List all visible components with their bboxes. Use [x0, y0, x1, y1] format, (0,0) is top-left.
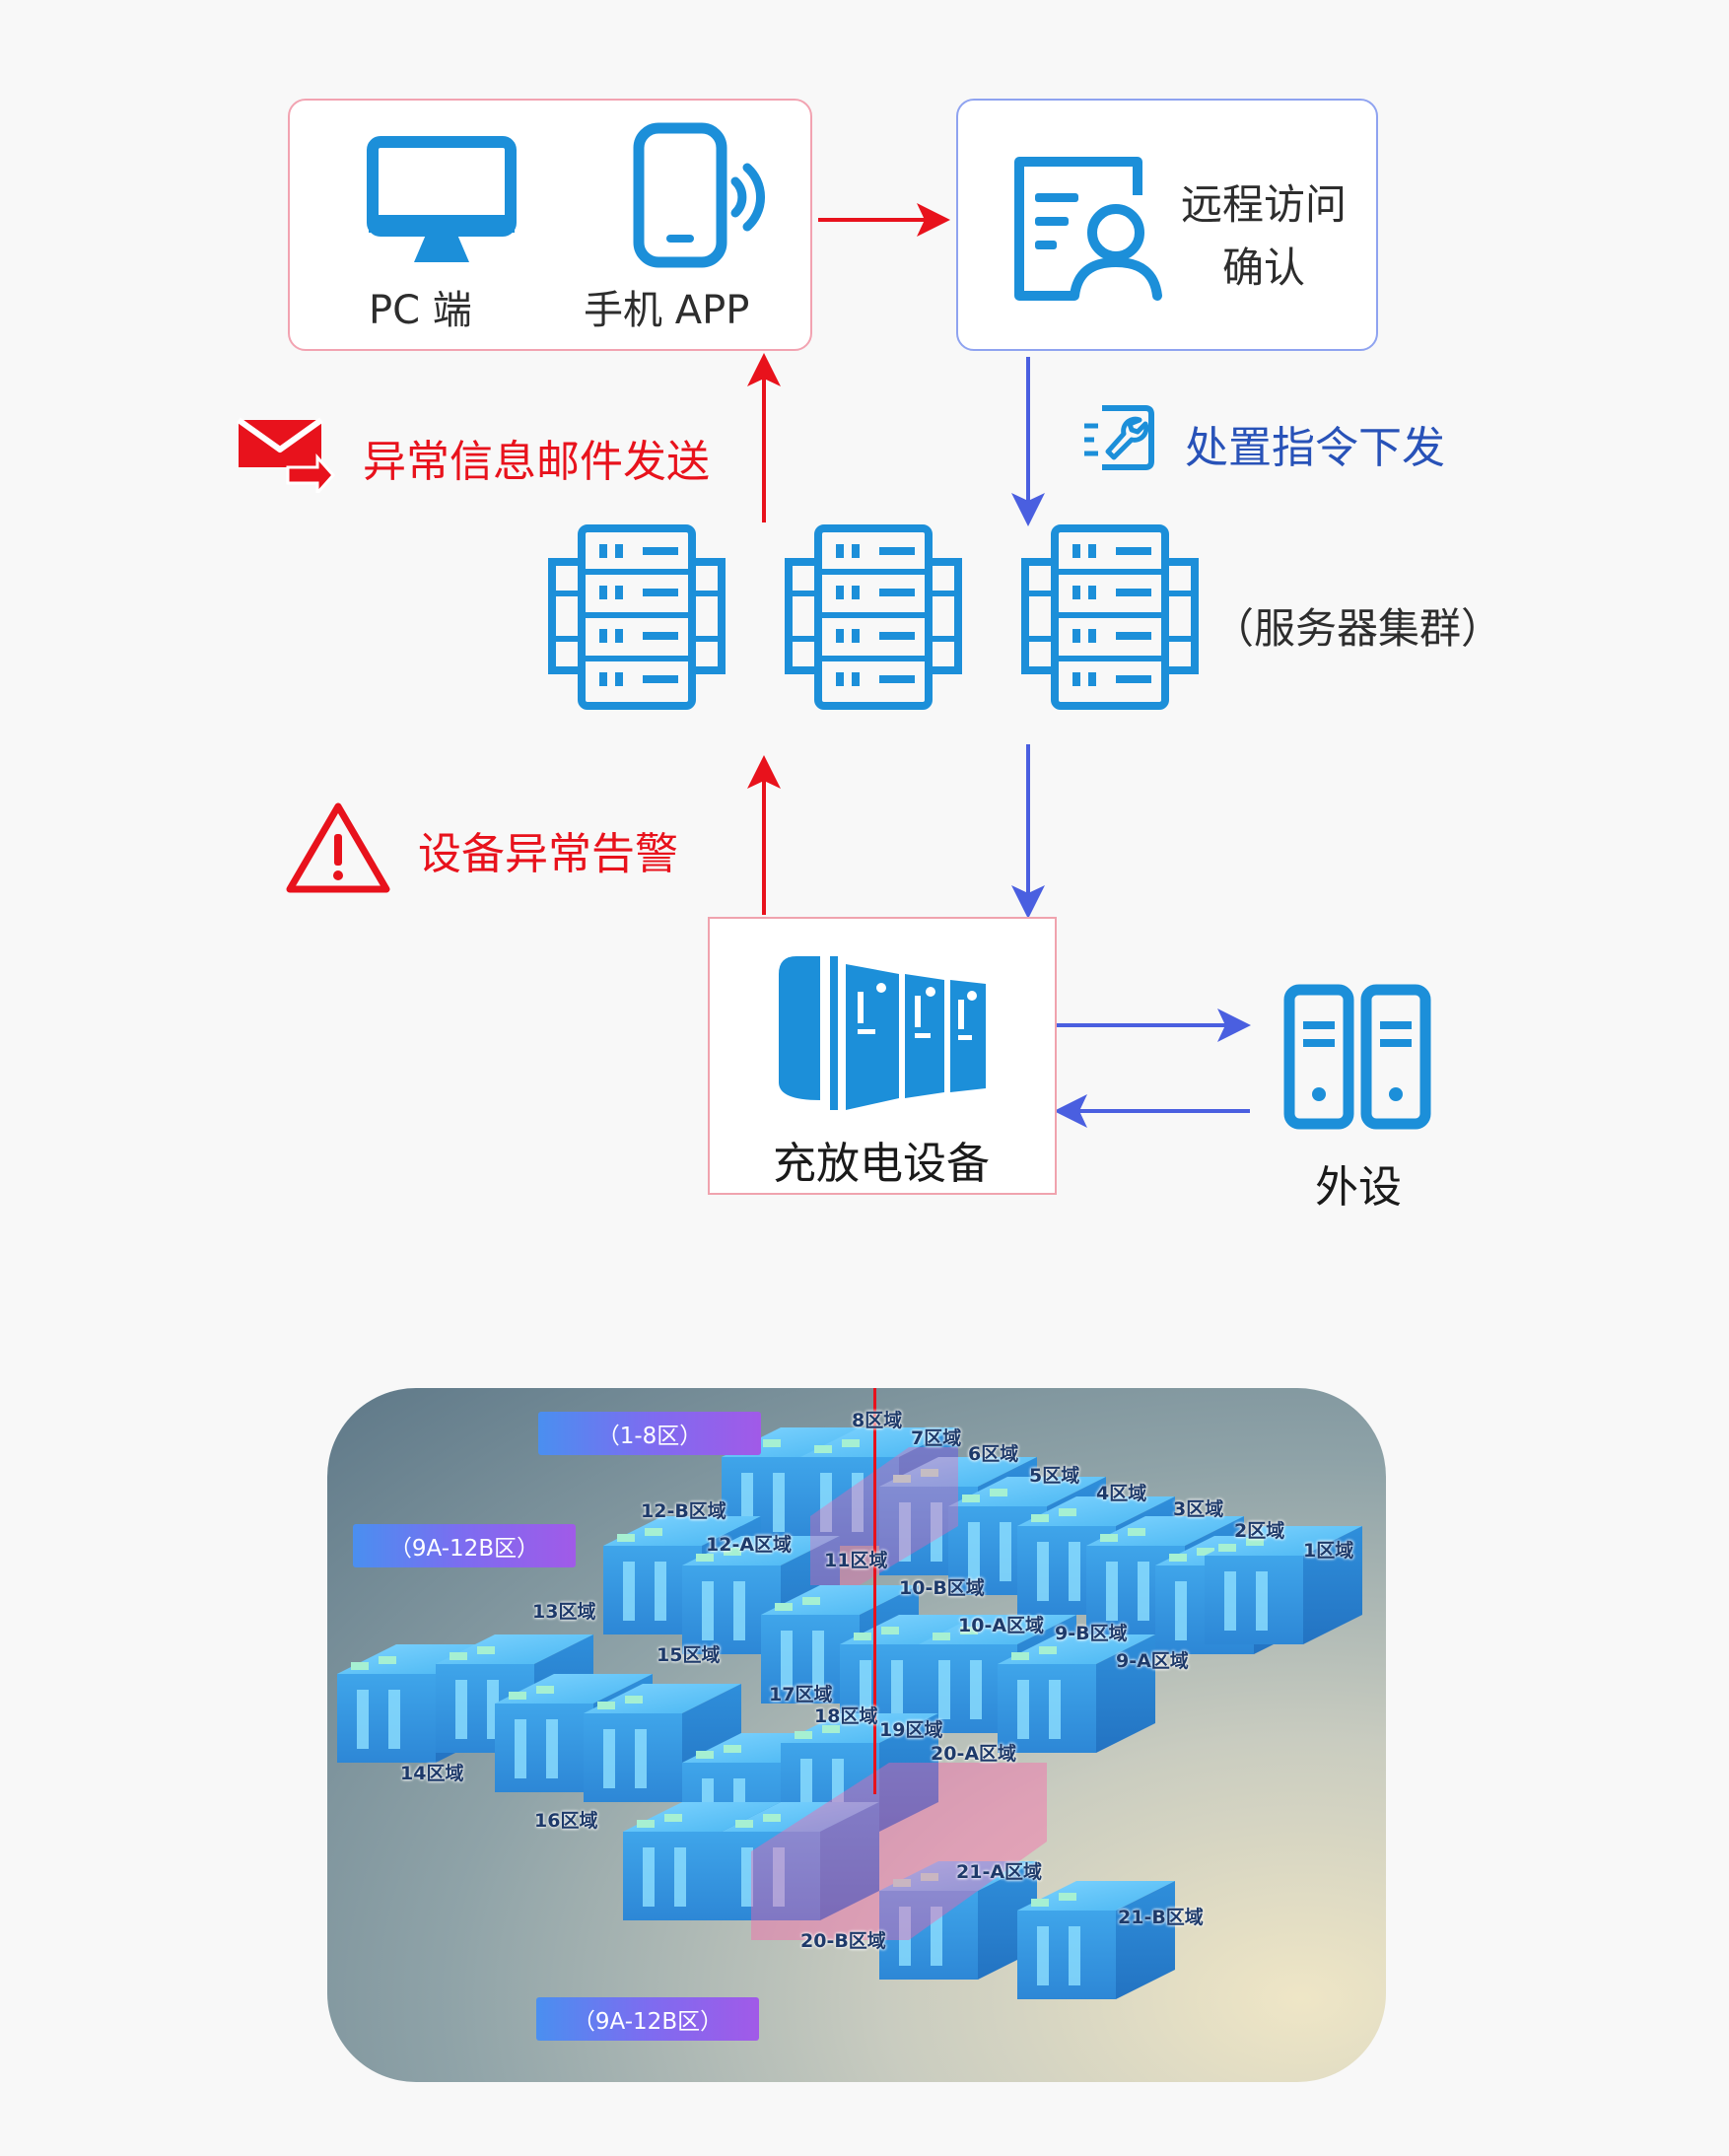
cluster-label: （服务器集群）: [1212, 604, 1503, 653]
zone-label: 20-A区域: [931, 1743, 1017, 1765]
pc-label: PC 端: [369, 288, 472, 333]
zone-label: 16区域: [534, 1810, 598, 1832]
user-card-icon: [1014, 157, 1162, 301]
zone-label: 14区域: [400, 1763, 464, 1784]
email-send-icon: [237, 417, 335, 493]
zone-label: 21-B区域: [1118, 1907, 1204, 1928]
zone-label: 4区域: [1096, 1483, 1147, 1504]
zone-label: 3区域: [1173, 1498, 1224, 1520]
zone-label: 6区域: [968, 1443, 1019, 1465]
peripheral-label: 外设: [1315, 1162, 1402, 1213]
region-tag-9a-12b-top: （9A-12B区）: [353, 1524, 576, 1567]
monitor-icon: [367, 136, 517, 262]
warning-icon: [286, 802, 390, 893]
zone-label: 12-B区域: [641, 1500, 726, 1522]
mobile-app-icon: [633, 122, 765, 268]
remote-line2: 确认: [1222, 243, 1306, 292]
zone-label: 11区域: [824, 1550, 888, 1571]
zone-label: 9-B区域: [1055, 1623, 1128, 1644]
client-devices-box: PC 端 手机 APP: [288, 99, 812, 351]
email-label: 异常信息邮件发送: [363, 437, 710, 487]
zone-label: 10-B区域: [899, 1577, 985, 1599]
zone-label: 13区域: [532, 1601, 596, 1623]
charger-label: 充放电设备: [773, 1139, 990, 1189]
region-tag-1-8: （1-8区）: [538, 1412, 761, 1455]
zone-label: 18区域: [814, 1705, 878, 1727]
zone-label: 8区域: [852, 1410, 903, 1431]
zone-label: 12-A区域: [706, 1534, 793, 1556]
dispatch-label: 处置指令下发: [1185, 423, 1445, 473]
zone-label: 19区域: [879, 1719, 943, 1741]
remote-line1: 远程访问: [1181, 180, 1348, 229]
zone-label: 2区域: [1234, 1520, 1285, 1542]
remote-confirm-box: 远程访问 确认: [956, 99, 1378, 351]
zone-label: 20-B区域: [800, 1930, 886, 1952]
peripheral-icon: [1283, 984, 1431, 1130]
probe-line: [873, 1388, 876, 1794]
app-label: 手机 APP: [584, 288, 750, 333]
region-tag-9a-12b-bottom: （9A-12B区）: [536, 1997, 759, 2041]
zone-label: 5区域: [1029, 1465, 1080, 1487]
charging-hall-map: （1-8区） （9A-12B区） （9A-12B区） 8区域 7区域 6区域 5…: [327, 1388, 1386, 2082]
zone-label: 21-A区域: [956, 1861, 1043, 1883]
zone-label: 10-A区域: [958, 1615, 1045, 1636]
charger-box: 充放电设备: [708, 917, 1057, 1195]
zone-label: 1区域: [1303, 1540, 1354, 1562]
zone-label: 17区域: [769, 1684, 833, 1705]
wrench-icon: [1084, 405, 1154, 470]
alarm-label: 设备异常告警: [418, 829, 678, 879]
zone-label: 7区域: [911, 1427, 962, 1449]
server-cluster: [548, 524, 1218, 710]
zone-label: 15区域: [657, 1644, 721, 1666]
zone-label: 9-A区域: [1116, 1650, 1189, 1672]
charger-cabinet-icon: [779, 956, 986, 1110]
hall-blocks: [337, 1427, 1362, 1999]
